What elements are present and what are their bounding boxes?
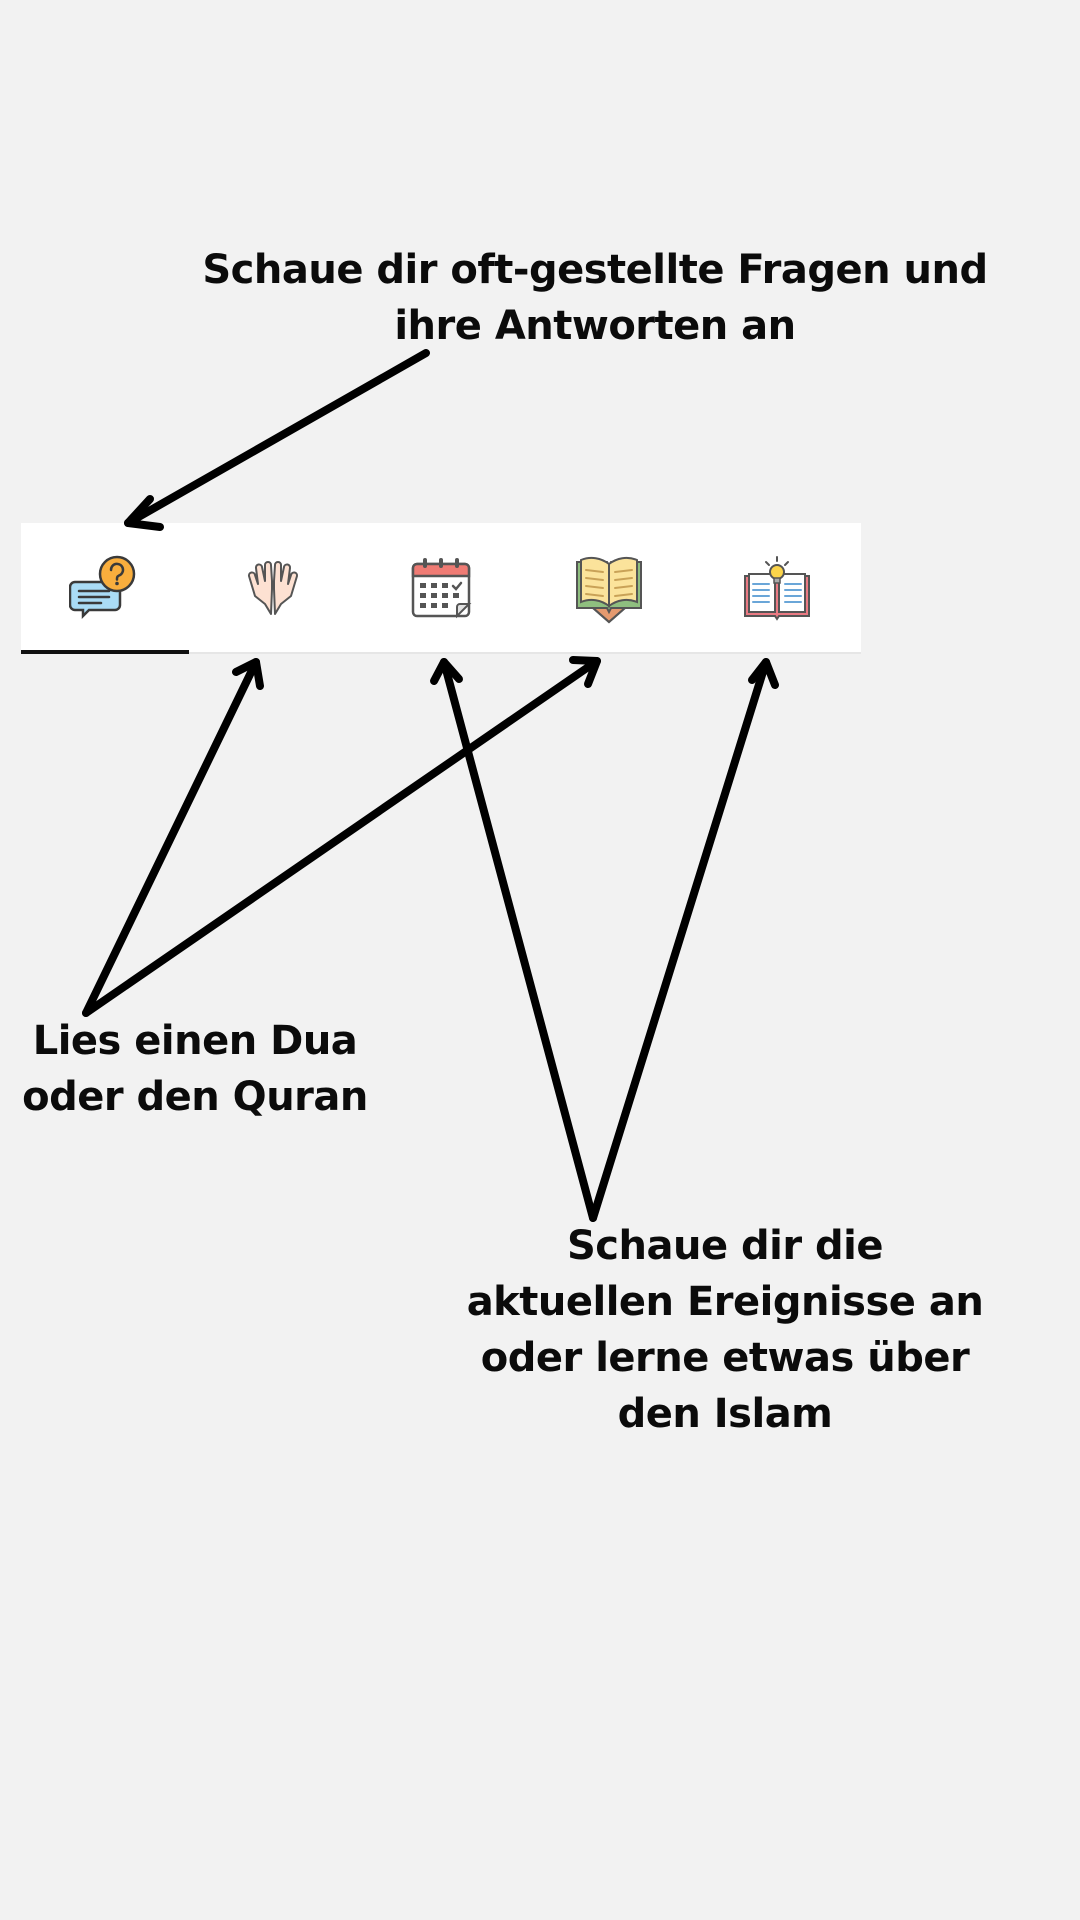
bottom-tab-bar: [21, 523, 861, 654]
arrow-to-calendar-tab: [430, 658, 597, 1222]
book-lightbulb-icon: [744, 555, 810, 621]
open-quran-icon: [576, 556, 642, 623]
tab-faq[interactable]: [21, 523, 189, 654]
arrow-to-learn-tab: [589, 658, 779, 1222]
praying-hands-icon: [248, 560, 298, 615]
arrow-to-dua-tab: [82, 658, 264, 1017]
arrow-to-quran-tab: [82, 656, 601, 1017]
callout-learn-text: Schaue dir die aktuellen Ereignisse an o…: [466, 1223, 984, 1437]
active-tab-indicator: [21, 650, 189, 654]
faq-chat-icon: [69, 555, 136, 619]
arrow-to-faq-tab: [124, 349, 430, 531]
tab-quran[interactable]: [525, 523, 693, 652]
calendar-icon: [411, 557, 472, 618]
callout-read-text: Lies einen Dua oder den Quran: [22, 1018, 368, 1120]
tab-learn[interactable]: [693, 523, 861, 652]
tab-calendar[interactable]: [357, 523, 525, 652]
callout-faq-text: Schaue dir oft-gestellte Fragen und ihre…: [202, 247, 988, 349]
tab-dua[interactable]: [189, 523, 357, 652]
